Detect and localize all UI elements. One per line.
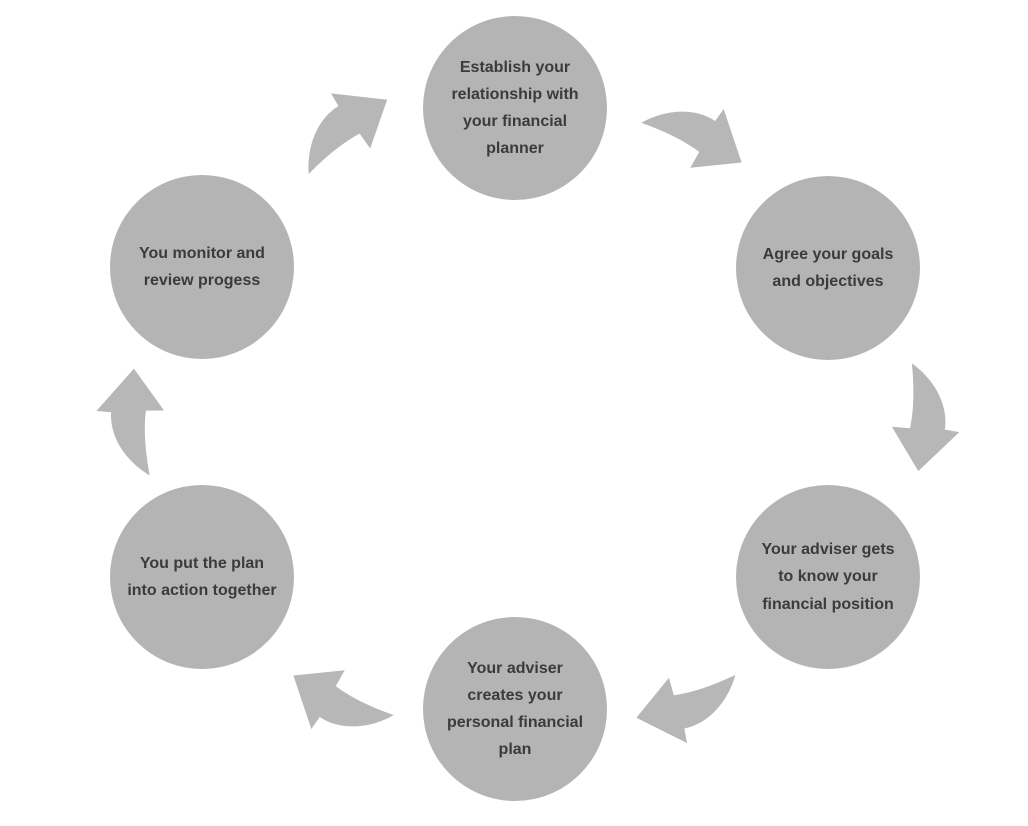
step-circle-create-plan: Your adviser creates your personal finan… bbox=[423, 617, 607, 801]
step-label-create-plan: Your adviser creates your personal finan… bbox=[446, 659, 584, 759]
step-label-plan-into-action: You put the plan into action together bbox=[127, 554, 277, 599]
step-label-know-position: Your adviser gets to know your financial… bbox=[761, 541, 895, 613]
arrow-action-to-monitor-icon bbox=[83, 364, 195, 476]
step-circle-know-position: Your adviser gets to know your financial… bbox=[736, 485, 920, 669]
step-label-establish-relationship: Establish your relationship with your fi… bbox=[451, 58, 579, 158]
step-circle-establish-relationship: Establish your relationship with your fi… bbox=[423, 16, 607, 200]
step-circle-agree-goals: Agree your goals and objectives bbox=[736, 176, 920, 360]
step-circle-plan-into-action: You put the plan into action together bbox=[110, 485, 294, 669]
arrow-agree-to-know-icon bbox=[861, 363, 974, 476]
arrow-establish-to-agree-icon bbox=[641, 88, 748, 194]
step-circle-monitor-review: You monitor and review progess bbox=[110, 175, 294, 359]
step-label-monitor-review: You monitor and review progess bbox=[139, 244, 265, 289]
arrow-monitor-to-establish-icon bbox=[308, 93, 388, 174]
arrow-know-to-create-icon bbox=[634, 648, 736, 751]
step-label-agree-goals: Agree your goals and objectives bbox=[762, 245, 894, 290]
arrow-create-to-action-icon bbox=[287, 644, 394, 750]
